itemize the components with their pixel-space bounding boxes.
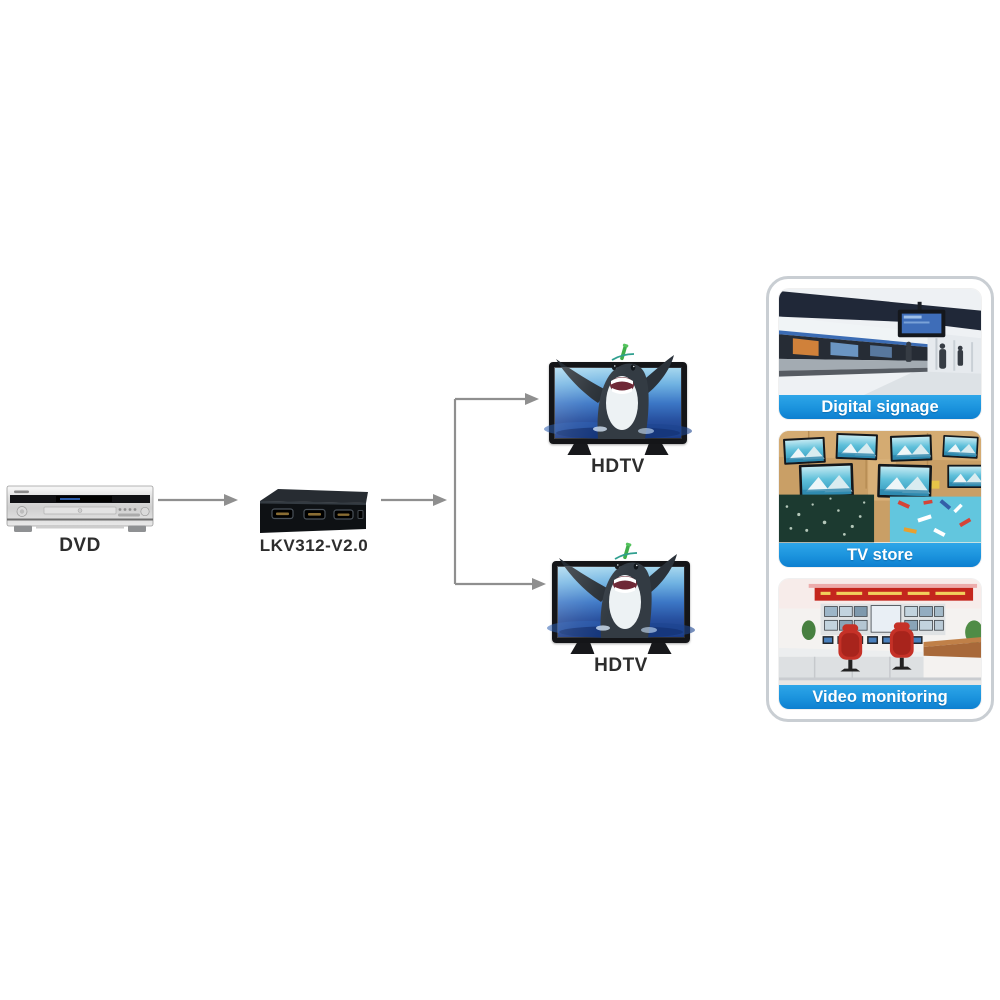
hdmi-splitter-illustration: [254, 486, 374, 536]
confetti: [897, 499, 972, 538]
tv-foot: [643, 444, 668, 455]
tv-store-banner: TV store: [779, 542, 981, 567]
hdtv-shark-illustration: [546, 541, 696, 643]
tv-store-scene: [779, 431, 981, 543]
hdtv-label-bottom: HDTV: [594, 655, 648, 676]
hdmi-splitter-drawing: [260, 489, 368, 533]
people-silhouettes: [905, 341, 964, 369]
dvd-player-illustration: [6, 481, 154, 533]
office-chair: [889, 621, 914, 670]
digital-signage-banner: Digital signage: [779, 395, 981, 420]
control-room-scene: [779, 578, 981, 685]
office-chair: [838, 623, 863, 672]
digital-signage-photo: [779, 289, 981, 396]
subway-scene: [779, 289, 981, 396]
tv-foot: [567, 444, 592, 455]
tv-store-photo: [779, 431, 981, 543]
video-monitoring-photo: [779, 578, 981, 685]
splitter-label: LKV312-V2.0: [259, 536, 369, 555]
dvd-label: DVD: [59, 535, 101, 556]
application-card-video-monitoring: Video monitoring: [779, 578, 981, 709]
applications-panel: Digital signage: [766, 276, 994, 722]
application-card-tv-store: TV store: [779, 431, 981, 567]
shark-screen-scene: [543, 342, 693, 440]
dvd-player-drawing: [6, 485, 154, 532]
hdtv-label-top: HDTV: [591, 456, 645, 477]
tv-foot: [646, 643, 671, 654]
video-monitoring-banner: Video monitoring: [779, 685, 981, 709]
shark-screen-scene: [546, 541, 696, 639]
tv-foot: [570, 643, 595, 654]
application-card-digital-signage: Digital signage: [779, 289, 981, 420]
hdtv-shark-illustration: [543, 342, 693, 444]
